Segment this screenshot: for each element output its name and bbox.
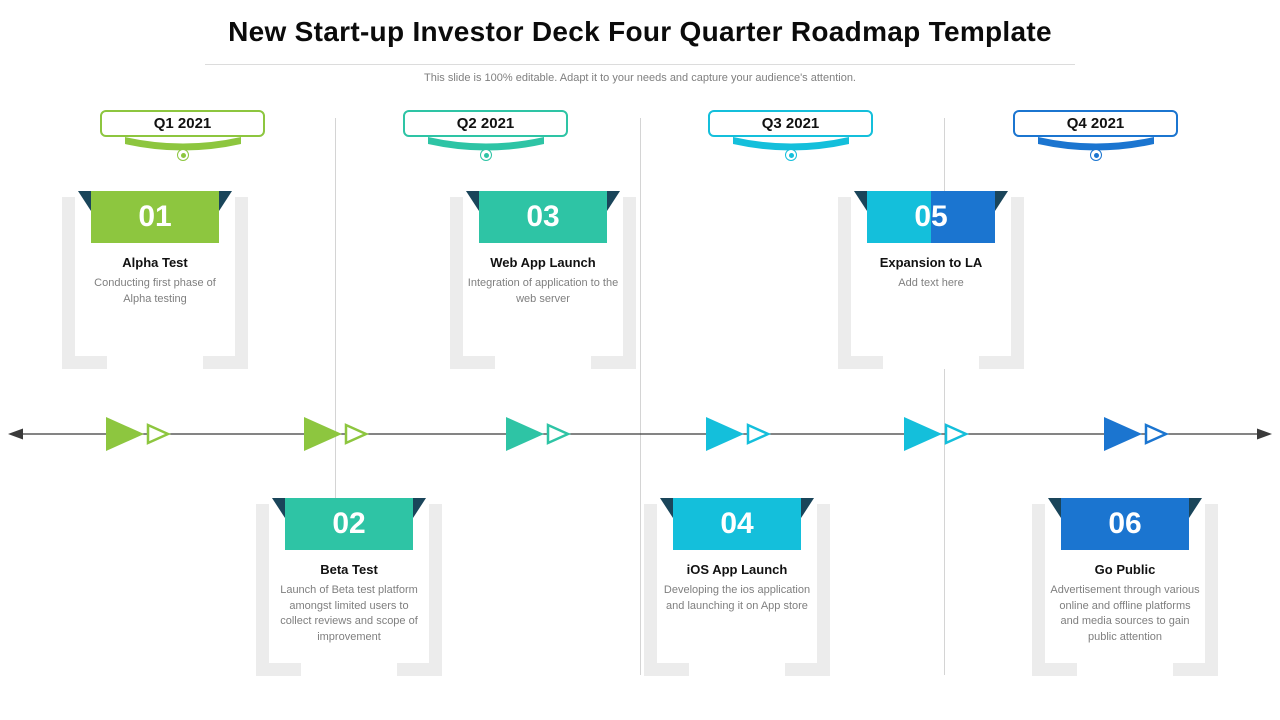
quarter-marker-dot-q2: [480, 149, 492, 161]
milestone-description: Add text here: [898, 277, 964, 289]
milestone-card-01: 01 Alpha Test Conducting first phase of …: [62, 191, 248, 369]
fold-right-icon: [413, 498, 426, 518]
fold-left-icon: [854, 191, 867, 211]
fold-left-icon: [1048, 498, 1061, 518]
milestone-description: Advertisement through various online and…: [1050, 584, 1200, 643]
milestone-card-02: 02 Beta Test Launch of Beta test platfor…: [256, 498, 442, 676]
milestone-card-03: 03 Web App Launch Integration of applica…: [450, 191, 636, 369]
fold-right-icon: [801, 498, 814, 518]
timeline-play-icon-6: [1104, 417, 1170, 451]
milestone-number-badge: 02: [285, 498, 413, 550]
vertical-separator-3: [944, 118, 945, 675]
slide-title: New Start-up Investor Deck Four Quarter …: [228, 16, 1052, 47]
timeline-play-icon-3: [506, 417, 572, 451]
fold-right-icon: [607, 191, 620, 211]
right-arrowhead-icon: [1257, 428, 1272, 440]
quarter-label-q1: Q1 2021: [100, 110, 265, 137]
timeline-play-icon-5: [904, 417, 970, 451]
vertical-separator-2: [640, 118, 641, 675]
vertical-separator-1: [335, 118, 336, 675]
milestone-card-05: 05 Expansion to LA Add text here: [838, 191, 1024, 369]
fold-right-icon: [219, 191, 232, 211]
milestone-title: Beta Test: [320, 562, 378, 577]
fold-left-icon: [272, 498, 285, 518]
timeline-play-icon-1: [106, 417, 172, 451]
card-frame-notch: [689, 663, 785, 676]
milestone-number-badge: 01: [91, 191, 219, 243]
quarter-marker-dot-q4: [1090, 149, 1102, 161]
quarter-ribbon-icon-q4: [1038, 137, 1154, 151]
fold-left-icon: [466, 191, 479, 211]
milestone-description: Developing the ios application and launc…: [663, 584, 811, 612]
milestone-description: Conducting first phase of Alpha testing: [94, 277, 216, 305]
milestone-title: Go Public: [1094, 562, 1156, 577]
timeline-play-icon-2: [304, 417, 370, 451]
fold-left-icon: [78, 191, 91, 211]
milestone-card-04: 04 iOS App Launch Developing the ios app…: [644, 498, 830, 676]
quarter-label-q3: Q3 2021: [708, 110, 873, 137]
milestone-card-06: 06 Go Public Advertisement through vario…: [1032, 498, 1218, 676]
milestone-description: Launch of Beta test platform amongst lim…: [280, 584, 418, 643]
milestone-number-badge: 03: [479, 191, 607, 243]
card-frame-notch: [1077, 663, 1173, 676]
milestone-number-badge: 06: [1061, 498, 1189, 550]
quarter-ribbon-icon-q1: [125, 137, 241, 151]
timeline: [8, 417, 1272, 451]
milestone-number-badge: 05: [867, 191, 995, 243]
quarter-marker-dot-q3: [785, 149, 797, 161]
card-frame-notch: [495, 356, 591, 369]
title-divider: [205, 64, 1075, 65]
slide-subtitle: This slide is 100% editable. Adapt it to…: [424, 72, 856, 84]
milestone-description: Integration of application to the web se…: [467, 277, 619, 305]
fold-right-icon: [1189, 498, 1202, 518]
milestone-title: Expansion to LA: [879, 255, 983, 270]
left-arrowhead-icon: [8, 428, 23, 440]
fold-left-icon: [660, 498, 673, 518]
quarter-label-q2: Q2 2021: [403, 110, 568, 137]
milestone-title: iOS App Launch: [686, 562, 788, 577]
milestone-title: Web App Launch: [490, 255, 596, 270]
quarter-ribbon-icon-q3: [733, 137, 849, 151]
quarter-ribbon-icon-q2: [428, 137, 544, 151]
card-frame-notch: [107, 356, 203, 369]
quarter-marker-dot-q1: [177, 149, 189, 161]
quarter-label-q4: Q4 2021: [1013, 110, 1178, 137]
card-frame-notch: [883, 356, 979, 369]
milestone-title: Alpha Test: [122, 255, 188, 270]
fold-right-icon: [995, 191, 1008, 211]
card-frame-notch: [301, 663, 397, 676]
milestone-number-badge: 04: [673, 498, 801, 550]
timeline-play-icon-4: [706, 417, 772, 451]
